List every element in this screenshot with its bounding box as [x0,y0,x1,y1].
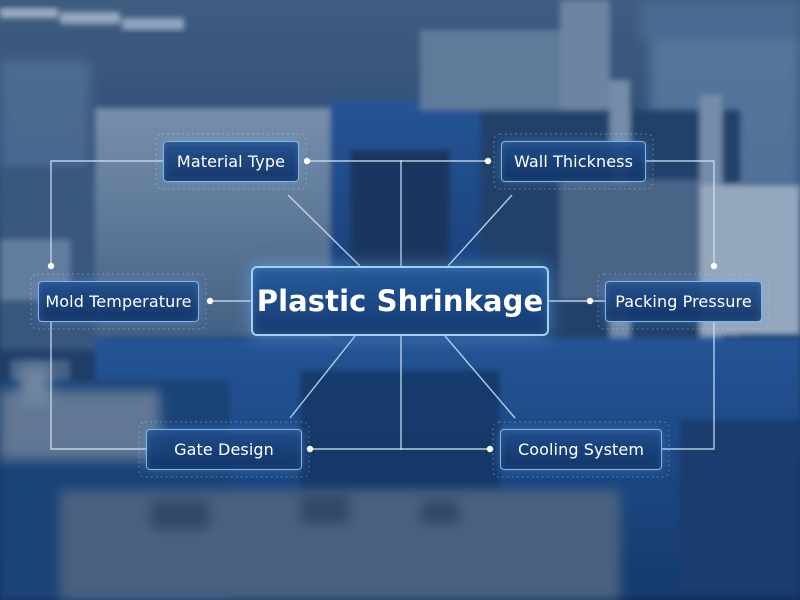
factor-node-cooling-system: Cooling System [500,429,662,470]
factor-node-material-type: Material Type [163,141,299,182]
link-wall-packing [646,161,714,266]
connector-dot [587,298,593,304]
connector-dot [487,446,493,452]
factor-label-material-type: Material Type [177,152,285,171]
connector-dot [485,158,491,164]
connector-dot [48,263,54,269]
factor-label-mold-temperature: Mold Temperature [45,292,191,311]
link-packing-cooling [662,322,714,449]
connector-dot [304,158,310,164]
factor-node-gate-design: Gate Design [146,429,302,470]
factor-node-packing-pressure: Packing Pressure [605,281,762,322]
spoke-wall-thickness [448,195,512,266]
spoke-cooling-system [445,336,515,418]
link-mold-gate [51,322,146,449]
link-material-mold [51,161,163,266]
factor-label-packing-pressure: Packing Pressure [615,292,752,311]
factor-node-mold-temperature: Mold Temperature [38,281,199,322]
connector-dot [307,446,313,452]
center-node-plastic-shrinkage: Plastic Shrinkage [251,266,549,336]
connector-dot [207,298,213,304]
connector-dot [711,263,717,269]
center-node-label: Plastic Shrinkage [257,284,544,318]
factor-node-wall-thickness: Wall Thickness [501,141,646,182]
factor-label-wall-thickness: Wall Thickness [514,152,633,171]
spoke-material-type [288,195,360,266]
factor-label-cooling-system: Cooling System [518,440,644,459]
factor-label-gate-design: Gate Design [174,440,274,459]
spoke-gate-design [290,336,355,418]
